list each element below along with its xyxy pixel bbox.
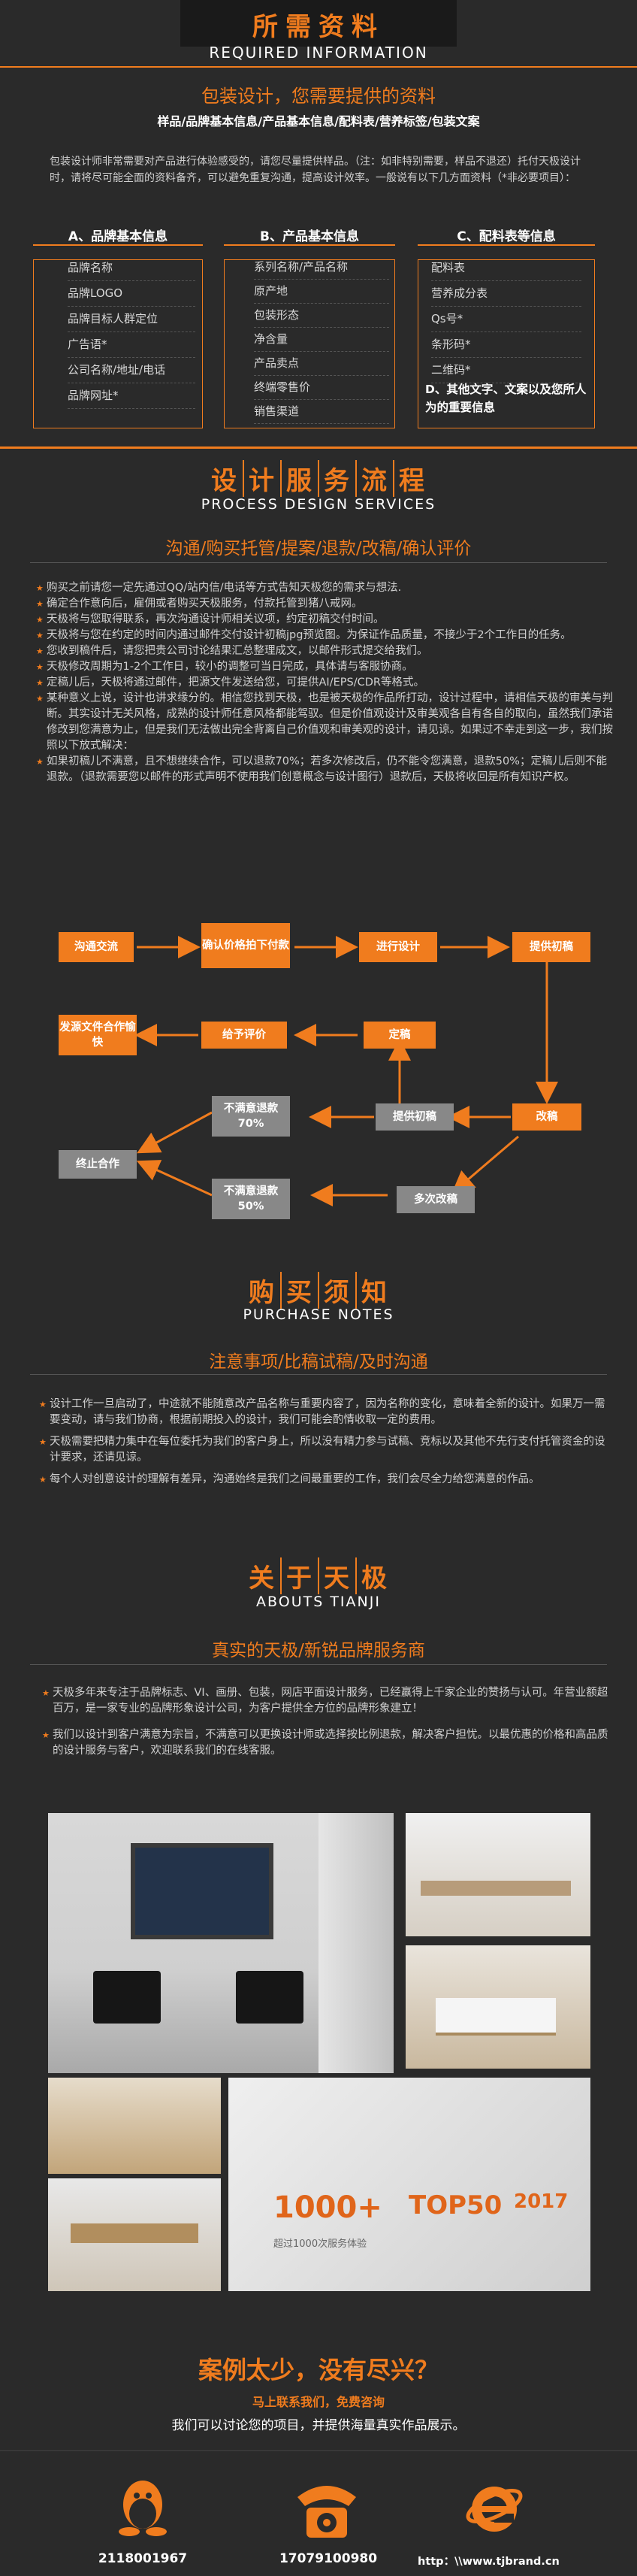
process-title: 设计服务流程 bbox=[0, 460, 637, 497]
purchase-bullets: 设计工作一旦启动了，中途就不能随意改产品名称与重要内容了，因为名称的变化，意味着… bbox=[39, 1397, 610, 1488]
brand-info-box bbox=[33, 259, 203, 428]
divider bbox=[0, 66, 637, 68]
office-lobby-photo bbox=[48, 1813, 394, 2073]
divider bbox=[0, 446, 637, 449]
ingredients-info-box bbox=[418, 259, 595, 428]
flow-refund-50: 不满意退款50% bbox=[212, 1179, 290, 1219]
flow-refund-70: 不满意退款70% bbox=[212, 1096, 290, 1137]
brand-wall-photo: 1000+ TOP50 2017 超过1000次服务体验 bbox=[228, 2078, 590, 2291]
glass-door bbox=[318, 1813, 394, 2073]
phone-number[interactable]: 17079100980 bbox=[279, 2551, 378, 2566]
required-heading: 包装设计，您需要提供的资料 bbox=[201, 86, 436, 107]
telephone-icon[interactable] bbox=[291, 2475, 362, 2542]
flow-design: 进行设计 bbox=[359, 932, 437, 962]
flow-first-draft: 提供初稿 bbox=[512, 932, 590, 962]
flow-multiple-revisions: 多次改稿 bbox=[397, 1186, 475, 1213]
about-bullets: 天极多年来专注于品牌标志、VI、画册、包装，网店平面设计服务，已经赢得上千家企业… bbox=[42, 1685, 610, 1759]
required-intro: 包装设计师非常需要对产品进行体验感受的，请您尽量提供样品。（注：如非特别需要，样… bbox=[50, 156, 581, 184]
divider bbox=[0, 2450, 637, 2451]
purchase-heading: 注意事项/比稿试稿/及时沟通 bbox=[209, 1352, 428, 1372]
flow-finalize: 定稿 bbox=[364, 1022, 436, 1049]
website-link[interactable]: http：\\www.tjbrand.cn bbox=[418, 2556, 560, 2568]
flow-terminate: 终止合作 bbox=[59, 1150, 137, 1179]
meeting-table bbox=[436, 1998, 556, 2036]
flow-confirm-pay: 确认价格拍下付款 bbox=[201, 923, 290, 968]
divider bbox=[33, 244, 203, 246]
product-info-box bbox=[224, 259, 395, 428]
wall-stat-2017: 2017 bbox=[514, 2190, 569, 2213]
divider bbox=[30, 1374, 607, 1375]
cta-line1: 马上联系我们，免费咨询 bbox=[252, 2395, 385, 2409]
page-title: 所需资料 bbox=[252, 12, 385, 42]
wall-stat-1000: 1000+ bbox=[273, 2190, 382, 2225]
purchase-title: 购买须知 bbox=[0, 1272, 637, 1309]
armchair bbox=[236, 1971, 303, 2024]
divider bbox=[224, 244, 395, 246]
qq-number[interactable]: 2118001967 bbox=[98, 2551, 188, 2566]
header-bar bbox=[180, 0, 457, 47]
flow-send-source: 发源文件合作愉快 bbox=[59, 1015, 137, 1055]
desk bbox=[421, 1881, 571, 1896]
desk bbox=[71, 2223, 198, 2243]
process-heading: 沟通/购买托管/提案/退款/改稿/确认评价 bbox=[165, 539, 472, 558]
divider bbox=[30, 1664, 607, 1665]
process-bullets: 购买之前请您一定先通过QQ/站内信/电话等方式告知天极您的需求与想法. 确定合作… bbox=[36, 580, 614, 786]
wall-stat-top50: TOP50 bbox=[409, 2190, 503, 2220]
flow-arrows bbox=[134, 936, 558, 1206]
required-subheading: 样品/品牌基本信息/产品基本信息/配料表/营养标签/包装文案 bbox=[157, 114, 480, 129]
wall-screen bbox=[131, 1843, 273, 1939]
cta-line2: 我们可以讨论您的项目，并提供海量真实作品展示。 bbox=[171, 2418, 466, 2433]
office-desks-photo bbox=[406, 1813, 590, 1936]
process-subtitle: PROCESS DESIGN SERVICES bbox=[201, 496, 436, 513]
product-info-heading: B、产品基本信息 bbox=[260, 229, 359, 244]
divider bbox=[418, 244, 595, 246]
other-info-note: D、其他文字、文案以及您所人为的重要信息 bbox=[425, 383, 587, 414]
about-title: 关于天极 bbox=[0, 1557, 637, 1594]
about-heading: 真实的天极/新锐品牌服务商 bbox=[212, 1641, 425, 1660]
page-subtitle: REQUIRED INFORMATION bbox=[209, 44, 428, 62]
workspace-photo bbox=[48, 2078, 221, 2174]
meeting-room-photo bbox=[406, 1945, 590, 2069]
brand-info-heading: A、品牌基本信息 bbox=[68, 229, 168, 244]
brand-info-list: 品牌名称 品牌LOGO 品牌目标人群定位 广告语* 公司名称/地址/电话 品牌网… bbox=[68, 256, 195, 409]
flow-evaluate: 给予评价 bbox=[201, 1022, 287, 1049]
flow-revise: 改稿 bbox=[512, 1103, 581, 1131]
purchase-subtitle: PURCHASE NOTES bbox=[243, 1306, 394, 1323]
work-area-photo bbox=[48, 2178, 221, 2291]
wall-caption: 超过1000次服务体验 bbox=[273, 2238, 367, 2250]
qq-penguin-icon[interactable] bbox=[108, 2473, 177, 2542]
ingredients-info-list: 配料表 营养成分表 Qs号* 条形码* 二维码* bbox=[431, 256, 581, 383]
ie-browser-icon[interactable] bbox=[464, 2473, 524, 2541]
product-info-list: 系列名称/产品名称 原产地 包装形态 净含量 产品卖点 终端零售价 销售渠道 bbox=[254, 256, 389, 424]
ingredients-info-heading: C、配料表等信息 bbox=[457, 229, 556, 244]
flow-communicate: 沟通交流 bbox=[59, 932, 134, 962]
divider bbox=[30, 562, 607, 563]
about-subtitle: ABOUTS TIANJI bbox=[256, 1594, 381, 1610]
flow-provide-draft: 提供初稿 bbox=[376, 1103, 454, 1131]
cta-heading: 案例太少，没有尽兴？ bbox=[198, 2356, 439, 2384]
armchair bbox=[93, 1971, 161, 2024]
